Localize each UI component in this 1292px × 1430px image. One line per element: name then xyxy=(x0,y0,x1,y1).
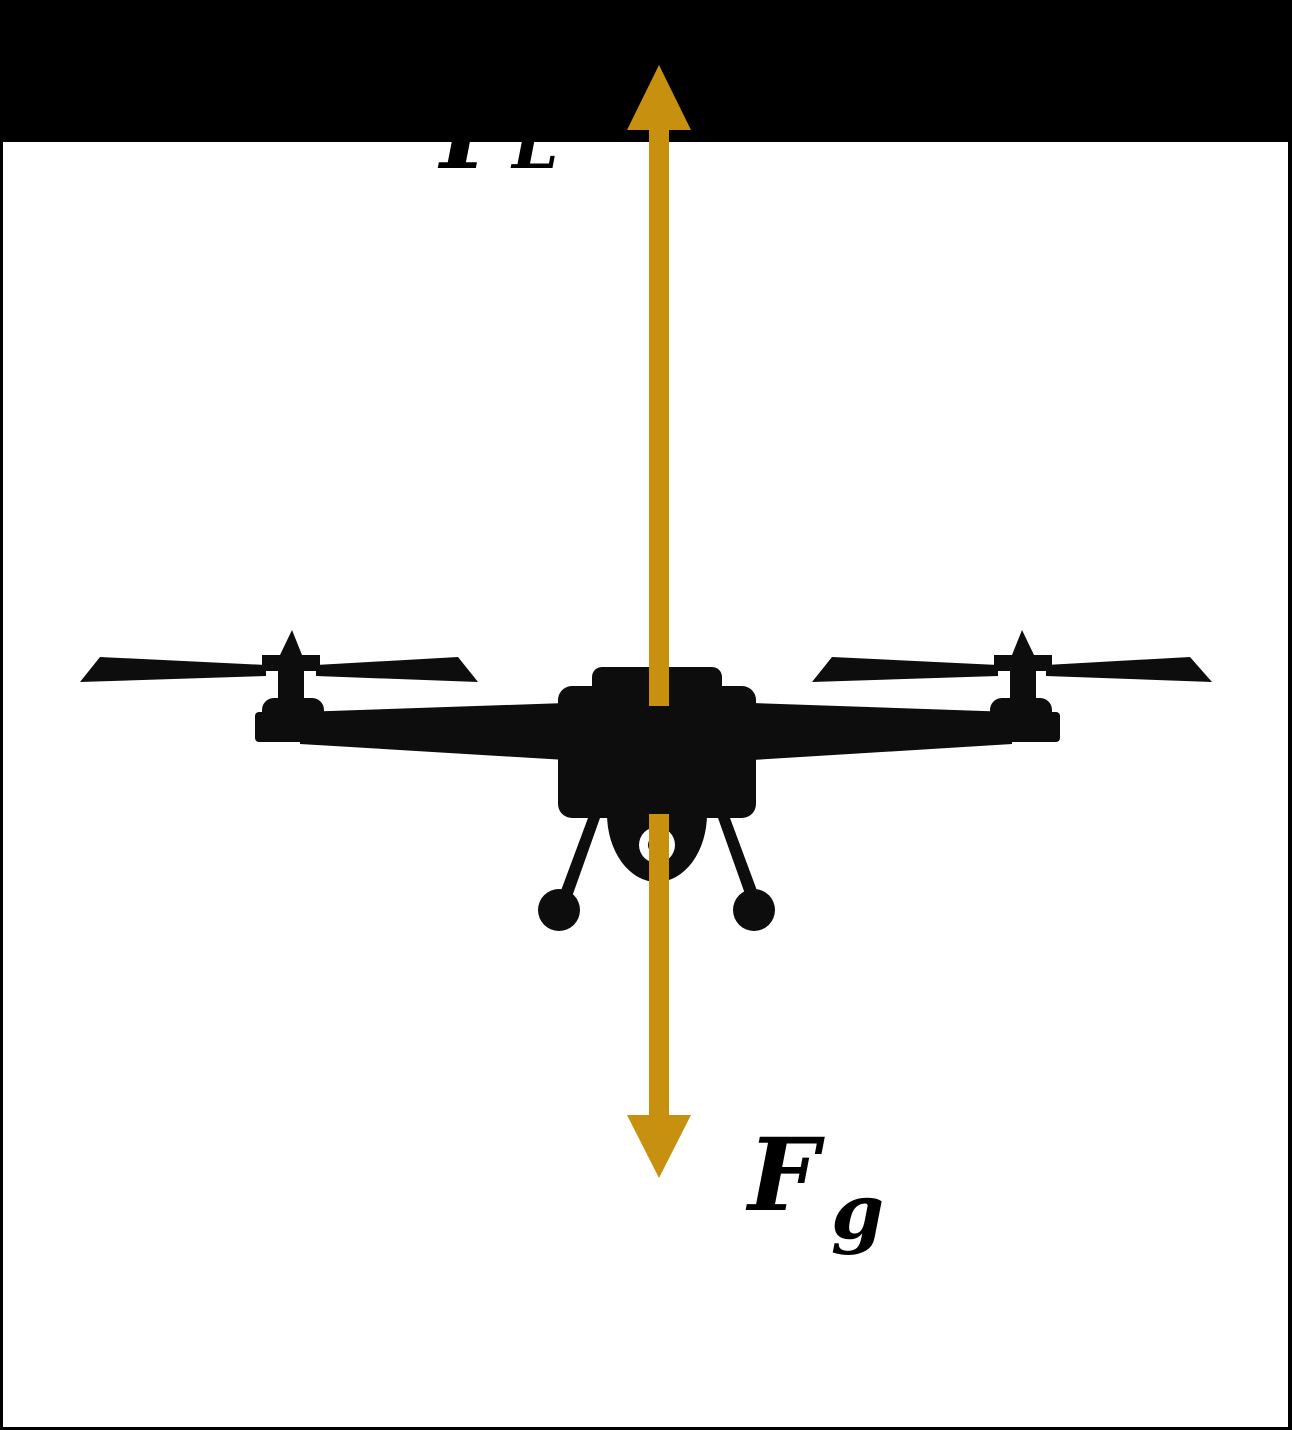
drone-body xyxy=(558,686,756,818)
right-rotor-hub xyxy=(994,655,1052,671)
right-arm xyxy=(752,703,1012,760)
lift-arrow-shaft xyxy=(649,126,669,706)
right-motor xyxy=(990,698,1052,724)
lift-arrow xyxy=(627,65,691,706)
right-prop-blade-left xyxy=(812,657,998,682)
left-motor-shaft xyxy=(278,668,304,706)
left-rotor-hub xyxy=(262,655,320,671)
right-motor-shaft xyxy=(1010,668,1036,706)
drone-icon xyxy=(80,630,1212,931)
left-prop-blade-left xyxy=(80,657,266,682)
gravity-arrow xyxy=(627,814,691,1178)
left-foot xyxy=(538,889,580,931)
right-leg xyxy=(718,818,762,908)
left-leg xyxy=(556,818,600,908)
right-foot xyxy=(733,889,775,931)
gravity-arrow-head xyxy=(627,1115,691,1178)
lift-arrow-head xyxy=(627,65,691,130)
left-arm xyxy=(300,703,566,760)
right-rotor-cap xyxy=(1012,630,1034,655)
right-prop-blade-right xyxy=(1046,657,1212,682)
gravity-arrow-shaft xyxy=(649,814,669,1120)
left-rotor-cap xyxy=(280,630,302,655)
left-motor xyxy=(262,698,324,724)
left-prop-blade-right xyxy=(316,657,478,682)
gravity-label-sub: g xyxy=(831,1167,884,1256)
gravity-label-main: F xyxy=(745,1116,825,1234)
